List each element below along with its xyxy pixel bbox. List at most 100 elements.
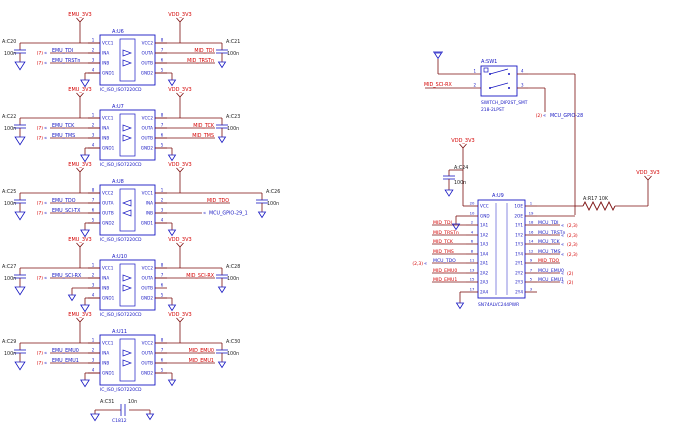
cap-value-label: 100n xyxy=(227,276,239,282)
pin-name: INA xyxy=(102,51,109,56)
cap-ref-label: A:C28 xyxy=(226,264,240,270)
xref-label: (7) xyxy=(37,211,44,217)
wire xyxy=(76,242,81,248)
pin-number: 8 xyxy=(92,188,95,193)
power-flag-icon: VDD_3V3 xyxy=(451,138,475,154)
ic-body[interactable] xyxy=(99,34,156,86)
wire xyxy=(176,317,181,323)
capacitor-c28[interactable]: A:C28 100n xyxy=(216,264,240,294)
wire xyxy=(176,92,181,98)
power-flag-icon: VDD_3V3 xyxy=(168,87,192,103)
pin-name: INB xyxy=(102,361,109,366)
net-arrow-icon: « xyxy=(203,211,206,217)
pin-number: 4 xyxy=(161,218,164,223)
pin-name: VCC1 xyxy=(102,341,114,346)
ic-body[interactable] xyxy=(477,199,526,299)
isolation-barrier xyxy=(119,338,136,382)
net-label: MCU_TDO xyxy=(433,258,456,264)
power-flag-icon: EMU_3V3 xyxy=(68,237,92,253)
ground-arrow-icon xyxy=(80,154,90,163)
pin-name: INB xyxy=(102,286,109,291)
buffer-ic-u9[interactable]: A:U9SN74ALVC244PWR20VCC10GND21A1MID_TDI4… xyxy=(412,138,578,310)
wire xyxy=(79,317,84,323)
pin-name: INB xyxy=(102,61,109,66)
part-name-label: 218-2LPST xyxy=(481,107,505,113)
ground-arrow-icon xyxy=(80,79,90,88)
ground-arrow-icon xyxy=(433,52,443,60)
cap-ref-label: A:C24 xyxy=(454,165,468,171)
net-label: MID_TMS xyxy=(192,133,214,139)
pin-number: 8 xyxy=(161,113,164,118)
pin-number: 3 xyxy=(92,283,95,288)
net-label: MCU_TMS xyxy=(538,249,561,255)
pin-number: 8 xyxy=(161,338,164,343)
pin-number: 12 xyxy=(529,249,534,254)
switch-body[interactable] xyxy=(480,65,518,97)
cap-ref-label: A:C27 xyxy=(2,264,16,270)
pin-name: INA xyxy=(102,126,109,131)
ground-arrow-icon xyxy=(80,229,90,238)
pin-name: VCC2 xyxy=(142,266,154,271)
ic-body[interactable] xyxy=(99,109,156,161)
wire xyxy=(79,167,84,173)
pin-number: 13 xyxy=(470,268,475,273)
pin-name: GND1 xyxy=(141,221,154,226)
pin-name: GND1 xyxy=(102,371,115,376)
pin-number: 2 xyxy=(471,220,474,225)
pin-name: 2A2 xyxy=(480,271,489,276)
ic-body[interactable] xyxy=(99,259,156,311)
ground-arrow-icon xyxy=(167,379,177,387)
part-name-label: SWITCH_DIP2ST_SMT xyxy=(481,100,528,106)
buffer-triangle-icon xyxy=(122,134,132,142)
power-net-label: VDD_3V3 xyxy=(168,12,191,18)
net-arrow-icon: « xyxy=(561,242,564,248)
ic-body[interactable] xyxy=(99,184,156,236)
wire xyxy=(176,167,181,173)
pin-name: GND1 xyxy=(102,296,115,301)
net-label: MCU_TRSTn xyxy=(538,230,566,236)
pin-number: 18 xyxy=(529,220,534,225)
net-label: MCU_TDI xyxy=(538,220,559,226)
power-net-label: EMU_3V3 xyxy=(68,312,91,318)
cap-ref-label: A:C21 xyxy=(226,39,240,45)
pin-name: GND2 xyxy=(141,296,154,301)
pin-number: 7 xyxy=(161,48,164,53)
wire xyxy=(176,17,181,23)
resistor-zigzag[interactable] xyxy=(582,200,616,212)
net-label: MID_TDO xyxy=(207,198,229,204)
net-arrow-icon: « xyxy=(44,126,47,132)
buffer-triangle-icon xyxy=(122,274,132,282)
refdes-label: A:SW1 xyxy=(481,59,497,65)
net-label: MCU_EMU1 xyxy=(538,277,564,283)
ground-arrow-icon xyxy=(217,361,227,369)
power-flag-icon: VDD_3V3 xyxy=(168,237,192,253)
wire xyxy=(79,92,84,98)
refdes-label: A:U11 xyxy=(112,329,127,335)
cap-value-label: 100n xyxy=(4,201,16,207)
pin-name: VCC2 xyxy=(142,116,154,121)
dip-switch-sw1[interactable]: 1243A:SW1SWITCH_DIP2ST_SMT218-2LPSTMID_S… xyxy=(424,51,583,215)
isolation-barrier xyxy=(119,113,136,157)
buffer-triangle-icon xyxy=(122,284,132,292)
pin-name: VCC2 xyxy=(142,41,154,46)
net-label: EMU_TRSTn xyxy=(52,58,80,64)
wire xyxy=(176,242,181,248)
ic-body[interactable] xyxy=(99,334,156,386)
